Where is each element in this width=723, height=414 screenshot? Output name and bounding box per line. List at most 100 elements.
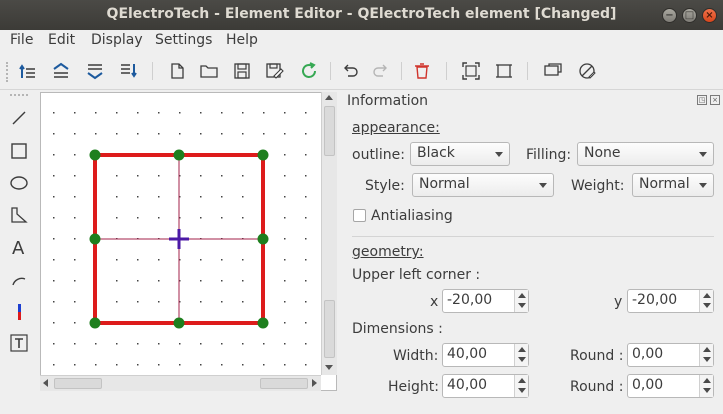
filling-combo[interactable]: None bbox=[577, 142, 714, 166]
height-spinbox[interactable]: 40,00 bbox=[442, 374, 529, 398]
outline-value: Black bbox=[417, 145, 455, 161]
scroll-down-arrow-icon[interactable] bbox=[325, 365, 333, 370]
horizontal-scrollbar[interactable] bbox=[40, 375, 321, 391]
menu-settings[interactable]: Settings bbox=[155, 32, 213, 48]
grid-dot bbox=[74, 364, 76, 366]
open-icon[interactable] bbox=[198, 60, 220, 82]
lower-icon[interactable] bbox=[84, 60, 106, 82]
send-backward-icon[interactable] bbox=[117, 60, 139, 82]
outline-combo[interactable]: Black bbox=[410, 142, 510, 166]
antialiasing-checkbox[interactable] bbox=[353, 209, 366, 222]
grid-dot bbox=[263, 133, 265, 135]
spin-down-icon[interactable] bbox=[518, 357, 526, 362]
spin-up-icon[interactable] bbox=[703, 293, 711, 298]
reload-icon[interactable] bbox=[298, 60, 320, 82]
spin-up-icon[interactable] bbox=[703, 378, 711, 383]
grid-dot bbox=[221, 364, 223, 366]
polygon-tool-icon[interactable] bbox=[8, 204, 30, 226]
minimize-button[interactable]: − bbox=[662, 8, 677, 23]
grid-dot bbox=[284, 343, 286, 345]
canvas-drawing[interactable] bbox=[41, 93, 322, 376]
spin-down-icon[interactable] bbox=[703, 357, 711, 362]
grid-dot bbox=[74, 196, 76, 198]
properties-icon[interactable] bbox=[542, 60, 564, 82]
toolbar-handle[interactable] bbox=[6, 62, 10, 82]
menu-help[interactable]: Help bbox=[226, 32, 258, 48]
grid-dot bbox=[116, 196, 118, 198]
spin-up-icon[interactable] bbox=[518, 378, 526, 383]
text-tool-icon[interactable]: A bbox=[8, 236, 30, 258]
grid-dot bbox=[53, 175, 55, 177]
grid-dot bbox=[263, 364, 265, 366]
width-value: 40,00 bbox=[447, 346, 488, 362]
resize-handle bbox=[89, 317, 101, 329]
round-spinbox-2[interactable]: 0,00 bbox=[627, 374, 714, 398]
zoom-reset-icon[interactable] bbox=[493, 60, 515, 82]
line-tool-icon[interactable] bbox=[8, 107, 30, 129]
arc-tool-icon[interactable] bbox=[8, 268, 30, 290]
tool-palette: A bbox=[0, 90, 38, 396]
spin-up-icon[interactable] bbox=[518, 347, 526, 352]
rectangle-tool-icon[interactable] bbox=[8, 140, 30, 162]
round-spinbox-1[interactable]: 0,00 bbox=[627, 343, 714, 367]
grid-dot bbox=[179, 301, 181, 303]
dynamic-text-tool-icon[interactable] bbox=[8, 332, 30, 354]
palette-handle[interactable] bbox=[10, 94, 28, 98]
redo-icon[interactable] bbox=[371, 60, 393, 82]
width-spinbox[interactable]: 40,00 bbox=[442, 343, 529, 367]
vertical-scroll-thumb-lower[interactable] bbox=[324, 300, 335, 358]
menu-file[interactable]: File bbox=[10, 32, 34, 48]
geometry-heading: geometry: bbox=[352, 244, 424, 260]
menu-display[interactable]: Display bbox=[91, 32, 143, 48]
menu-edit[interactable]: Edit bbox=[48, 32, 76, 48]
grid-dot bbox=[74, 343, 76, 345]
style-value: Normal bbox=[419, 176, 470, 192]
spin-down-icon[interactable] bbox=[518, 388, 526, 393]
float-panel-icon[interactable]: ◳ bbox=[697, 95, 707, 105]
title-bar: QElectroTech - Element Editor - QElectro… bbox=[0, 0, 723, 30]
close-panel-icon[interactable]: × bbox=[710, 95, 720, 105]
spin-down-icon[interactable] bbox=[703, 388, 711, 393]
spin-up-icon[interactable] bbox=[518, 293, 526, 298]
new-icon[interactable] bbox=[166, 60, 188, 82]
save-as-icon[interactable] bbox=[264, 60, 286, 82]
scroll-left-arrow-icon[interactable] bbox=[43, 379, 48, 387]
upper-left-corner-label: Upper left corner : bbox=[352, 267, 481, 283]
close-button[interactable]: × bbox=[702, 8, 717, 23]
maximize-button[interactable]: □ bbox=[682, 8, 697, 23]
grid-dot bbox=[284, 175, 286, 177]
x-spinbox[interactable]: -20,00 bbox=[442, 289, 529, 313]
y-spinbox[interactable]: -20,00 bbox=[627, 289, 714, 313]
grid-dot bbox=[74, 238, 76, 240]
chevron-down-icon bbox=[539, 183, 547, 188]
undo-icon[interactable] bbox=[338, 60, 360, 82]
resize-handle bbox=[257, 233, 269, 245]
vertical-scrollbar[interactable] bbox=[321, 92, 337, 375]
drawing-canvas[interactable] bbox=[40, 92, 337, 391]
spin-up-icon[interactable] bbox=[703, 347, 711, 352]
dimensions-label: Dimensions : bbox=[352, 321, 443, 337]
horizontal-scroll-thumb-right[interactable] bbox=[260, 378, 308, 389]
horizontal-scroll-thumb[interactable] bbox=[54, 378, 102, 389]
vertical-scroll-thumb[interactable] bbox=[324, 106, 335, 156]
spin-down-icon[interactable] bbox=[518, 303, 526, 308]
grid-dot bbox=[53, 133, 55, 135]
weight-combo[interactable]: Normal bbox=[632, 173, 714, 197]
edit-names-icon[interactable] bbox=[576, 60, 598, 82]
raise-icon[interactable] bbox=[50, 60, 72, 82]
scroll-up-arrow-icon[interactable] bbox=[325, 95, 333, 100]
terminal-tool-icon[interactable] bbox=[8, 301, 30, 323]
style-combo[interactable]: Normal bbox=[412, 173, 554, 197]
zoom-fit-icon[interactable] bbox=[460, 60, 482, 82]
grid-dot bbox=[158, 280, 160, 282]
save-icon[interactable] bbox=[231, 60, 253, 82]
grid-dot bbox=[116, 112, 118, 114]
grid-dot bbox=[137, 343, 139, 345]
grid-dot bbox=[137, 217, 139, 219]
delete-icon[interactable] bbox=[411, 60, 433, 82]
width-label: Width: bbox=[393, 348, 439, 364]
spin-down-icon[interactable] bbox=[703, 303, 711, 308]
ellipse-tool-icon[interactable] bbox=[8, 172, 30, 194]
bring-forward-icon[interactable] bbox=[17, 60, 39, 82]
scroll-right-arrow-icon[interactable] bbox=[312, 379, 317, 387]
